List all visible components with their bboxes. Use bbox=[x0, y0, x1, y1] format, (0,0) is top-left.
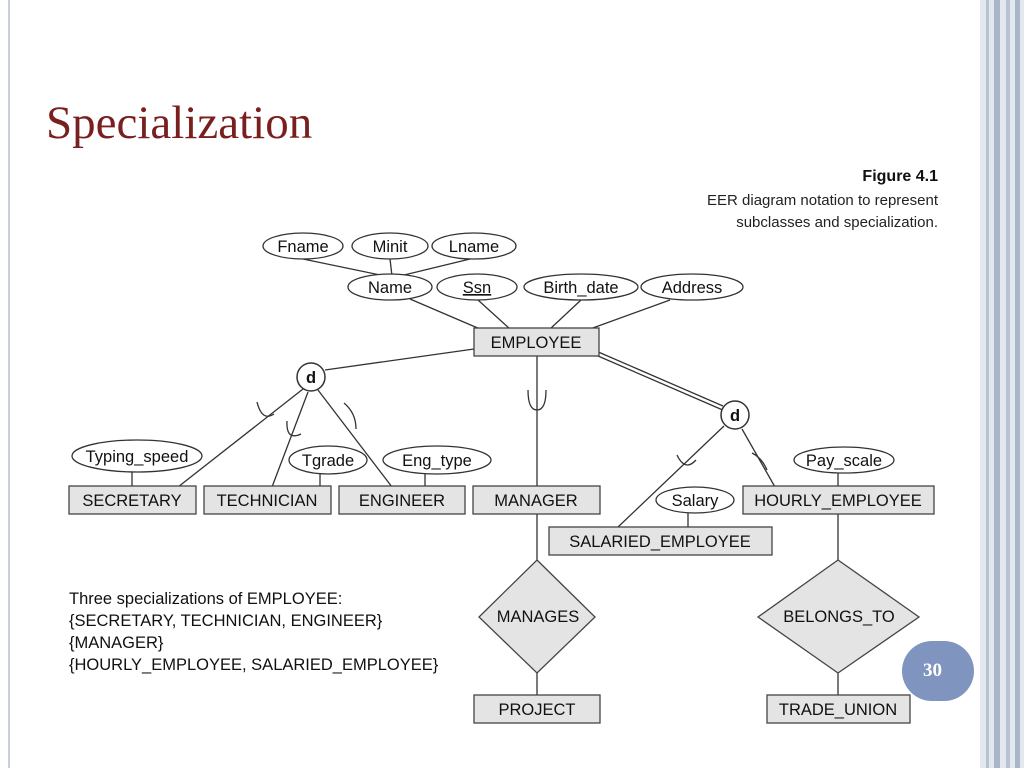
subset-symbol-salaried bbox=[676, 454, 697, 466]
line-lname-name bbox=[399, 258, 471, 277]
line-d1-engineer bbox=[317, 389, 393, 488]
disjoint-circle-1 bbox=[296, 362, 326, 392]
line-fname-name bbox=[302, 258, 386, 277]
notes-line: Three specializations of EMPLOYEE: bbox=[69, 590, 343, 608]
figure-caption-line: subclasses and specialization. bbox=[736, 214, 938, 231]
label-eng-type: Eng_type bbox=[402, 452, 472, 470]
label-fname: Fname bbox=[277, 238, 328, 256]
line-d1-technician bbox=[271, 391, 309, 488]
entity-project bbox=[473, 694, 601, 724]
entity-secretary bbox=[68, 485, 197, 515]
frame-right-stripe bbox=[994, 0, 1000, 768]
label-pay-scale: Pay_scale bbox=[806, 452, 882, 470]
disjoint-circle-2 bbox=[720, 400, 750, 430]
line-d2-salaried bbox=[616, 425, 725, 529]
label-typing-speed: Typing_speed bbox=[86, 448, 189, 466]
entity-salaried-employee bbox=[548, 526, 773, 556]
entity-employee bbox=[473, 327, 600, 357]
subset-symbol-manager bbox=[527, 389, 547, 411]
label-birth-date: Birth_date bbox=[543, 279, 618, 297]
attribute-typing-speed bbox=[71, 439, 203, 473]
attribute-fname bbox=[262, 232, 344, 260]
diagram-connectors bbox=[131, 258, 839, 695]
attribute-pay-scale bbox=[793, 446, 895, 474]
line-d1-secretary bbox=[177, 388, 304, 488]
relationship-belongs-to bbox=[756, 559, 921, 674]
subset-symbol-secretary bbox=[256, 401, 275, 417]
label-manages: MANAGES bbox=[497, 608, 580, 626]
line-address-employee bbox=[589, 299, 671, 330]
label-ssn: Ssn bbox=[463, 279, 491, 297]
figure-caption-line: EER diagram notation to represent bbox=[707, 192, 938, 209]
attribute-tgrade bbox=[288, 445, 368, 475]
page-number: 30 bbox=[923, 660, 942, 681]
attribute-lname bbox=[431, 232, 517, 260]
label-belongs-to: BELONGS_TO bbox=[783, 608, 895, 626]
attribute-birth-date bbox=[523, 273, 639, 301]
relationship-manages bbox=[478, 559, 596, 674]
label-engineer: ENGINEER bbox=[359, 492, 445, 510]
subset-symbol-engineer bbox=[343, 402, 357, 430]
label-trade-union: TRADE_UNION bbox=[779, 701, 897, 719]
slide-title: Specialization bbox=[46, 97, 313, 149]
notes-line: {MANAGER} bbox=[69, 634, 164, 652]
attribute-eng-type bbox=[382, 445, 492, 475]
line-employee-d2 bbox=[595, 350, 724, 407]
attribute-minit bbox=[351, 232, 429, 260]
label-address: Address bbox=[662, 279, 723, 297]
subset-symbol-hourly bbox=[751, 452, 768, 471]
label-project: PROJECT bbox=[498, 701, 575, 719]
attribute-address bbox=[640, 273, 744, 301]
line-employee-d1 bbox=[324, 348, 475, 371]
figure-caption: EER diagram notation to represent subcla… bbox=[618, 190, 938, 234]
specialization-notes: Three specializations of EMPLOYEE: {SECR… bbox=[69, 588, 438, 676]
label-disjoint-2: d bbox=[730, 407, 740, 425]
label-manager: MANAGER bbox=[494, 492, 578, 510]
entity-trade-union bbox=[766, 694, 911, 724]
frame-left-border bbox=[8, 0, 10, 768]
attribute-name bbox=[347, 273, 433, 301]
notes-line: {HOURLY_EMPLOYEE, SALARIED_EMPLOYEE} bbox=[69, 656, 439, 674]
label-salary: Salary bbox=[672, 492, 720, 510]
label-disjoint-1: d bbox=[306, 369, 316, 387]
page-number-badge bbox=[902, 641, 974, 701]
label-secretary: SECRETARY bbox=[82, 492, 181, 510]
label-technician: TECHNICIAN bbox=[217, 492, 318, 510]
label-salaried-employee: SALARIED_EMPLOYEE bbox=[569, 533, 751, 551]
line-name-employee bbox=[409, 298, 481, 330]
frame-right-stripe bbox=[1015, 0, 1020, 768]
label-name: Name bbox=[368, 279, 412, 297]
figure-number: Figure 4.1 bbox=[862, 168, 938, 185]
subset-symbol-technician bbox=[286, 420, 302, 437]
line-birthdate-employee bbox=[549, 299, 582, 330]
frame-right-stripe bbox=[1006, 0, 1010, 768]
label-tgrade: Tgrade bbox=[302, 452, 354, 470]
label-employee: EMPLOYEE bbox=[491, 334, 582, 352]
entity-hourly-employee bbox=[742, 485, 935, 515]
line-employee-d2 bbox=[597, 355, 726, 412]
entity-technician bbox=[203, 485, 332, 515]
line-minit-name bbox=[389, 258, 393, 277]
line-ssn-employee bbox=[477, 299, 511, 330]
attribute-ssn bbox=[436, 273, 518, 301]
label-hourly-employee: HOURLY_EMPLOYEE bbox=[754, 492, 922, 510]
label-minit: Minit bbox=[373, 238, 408, 256]
notes-line: {SECRETARY, TECHNICIAN, ENGINEER} bbox=[69, 612, 383, 630]
attribute-salary bbox=[655, 486, 735, 514]
entity-manager bbox=[472, 485, 601, 515]
frame-right-stripe bbox=[986, 0, 989, 768]
entity-engineer bbox=[338, 485, 466, 515]
label-lname: Lname bbox=[449, 238, 499, 256]
